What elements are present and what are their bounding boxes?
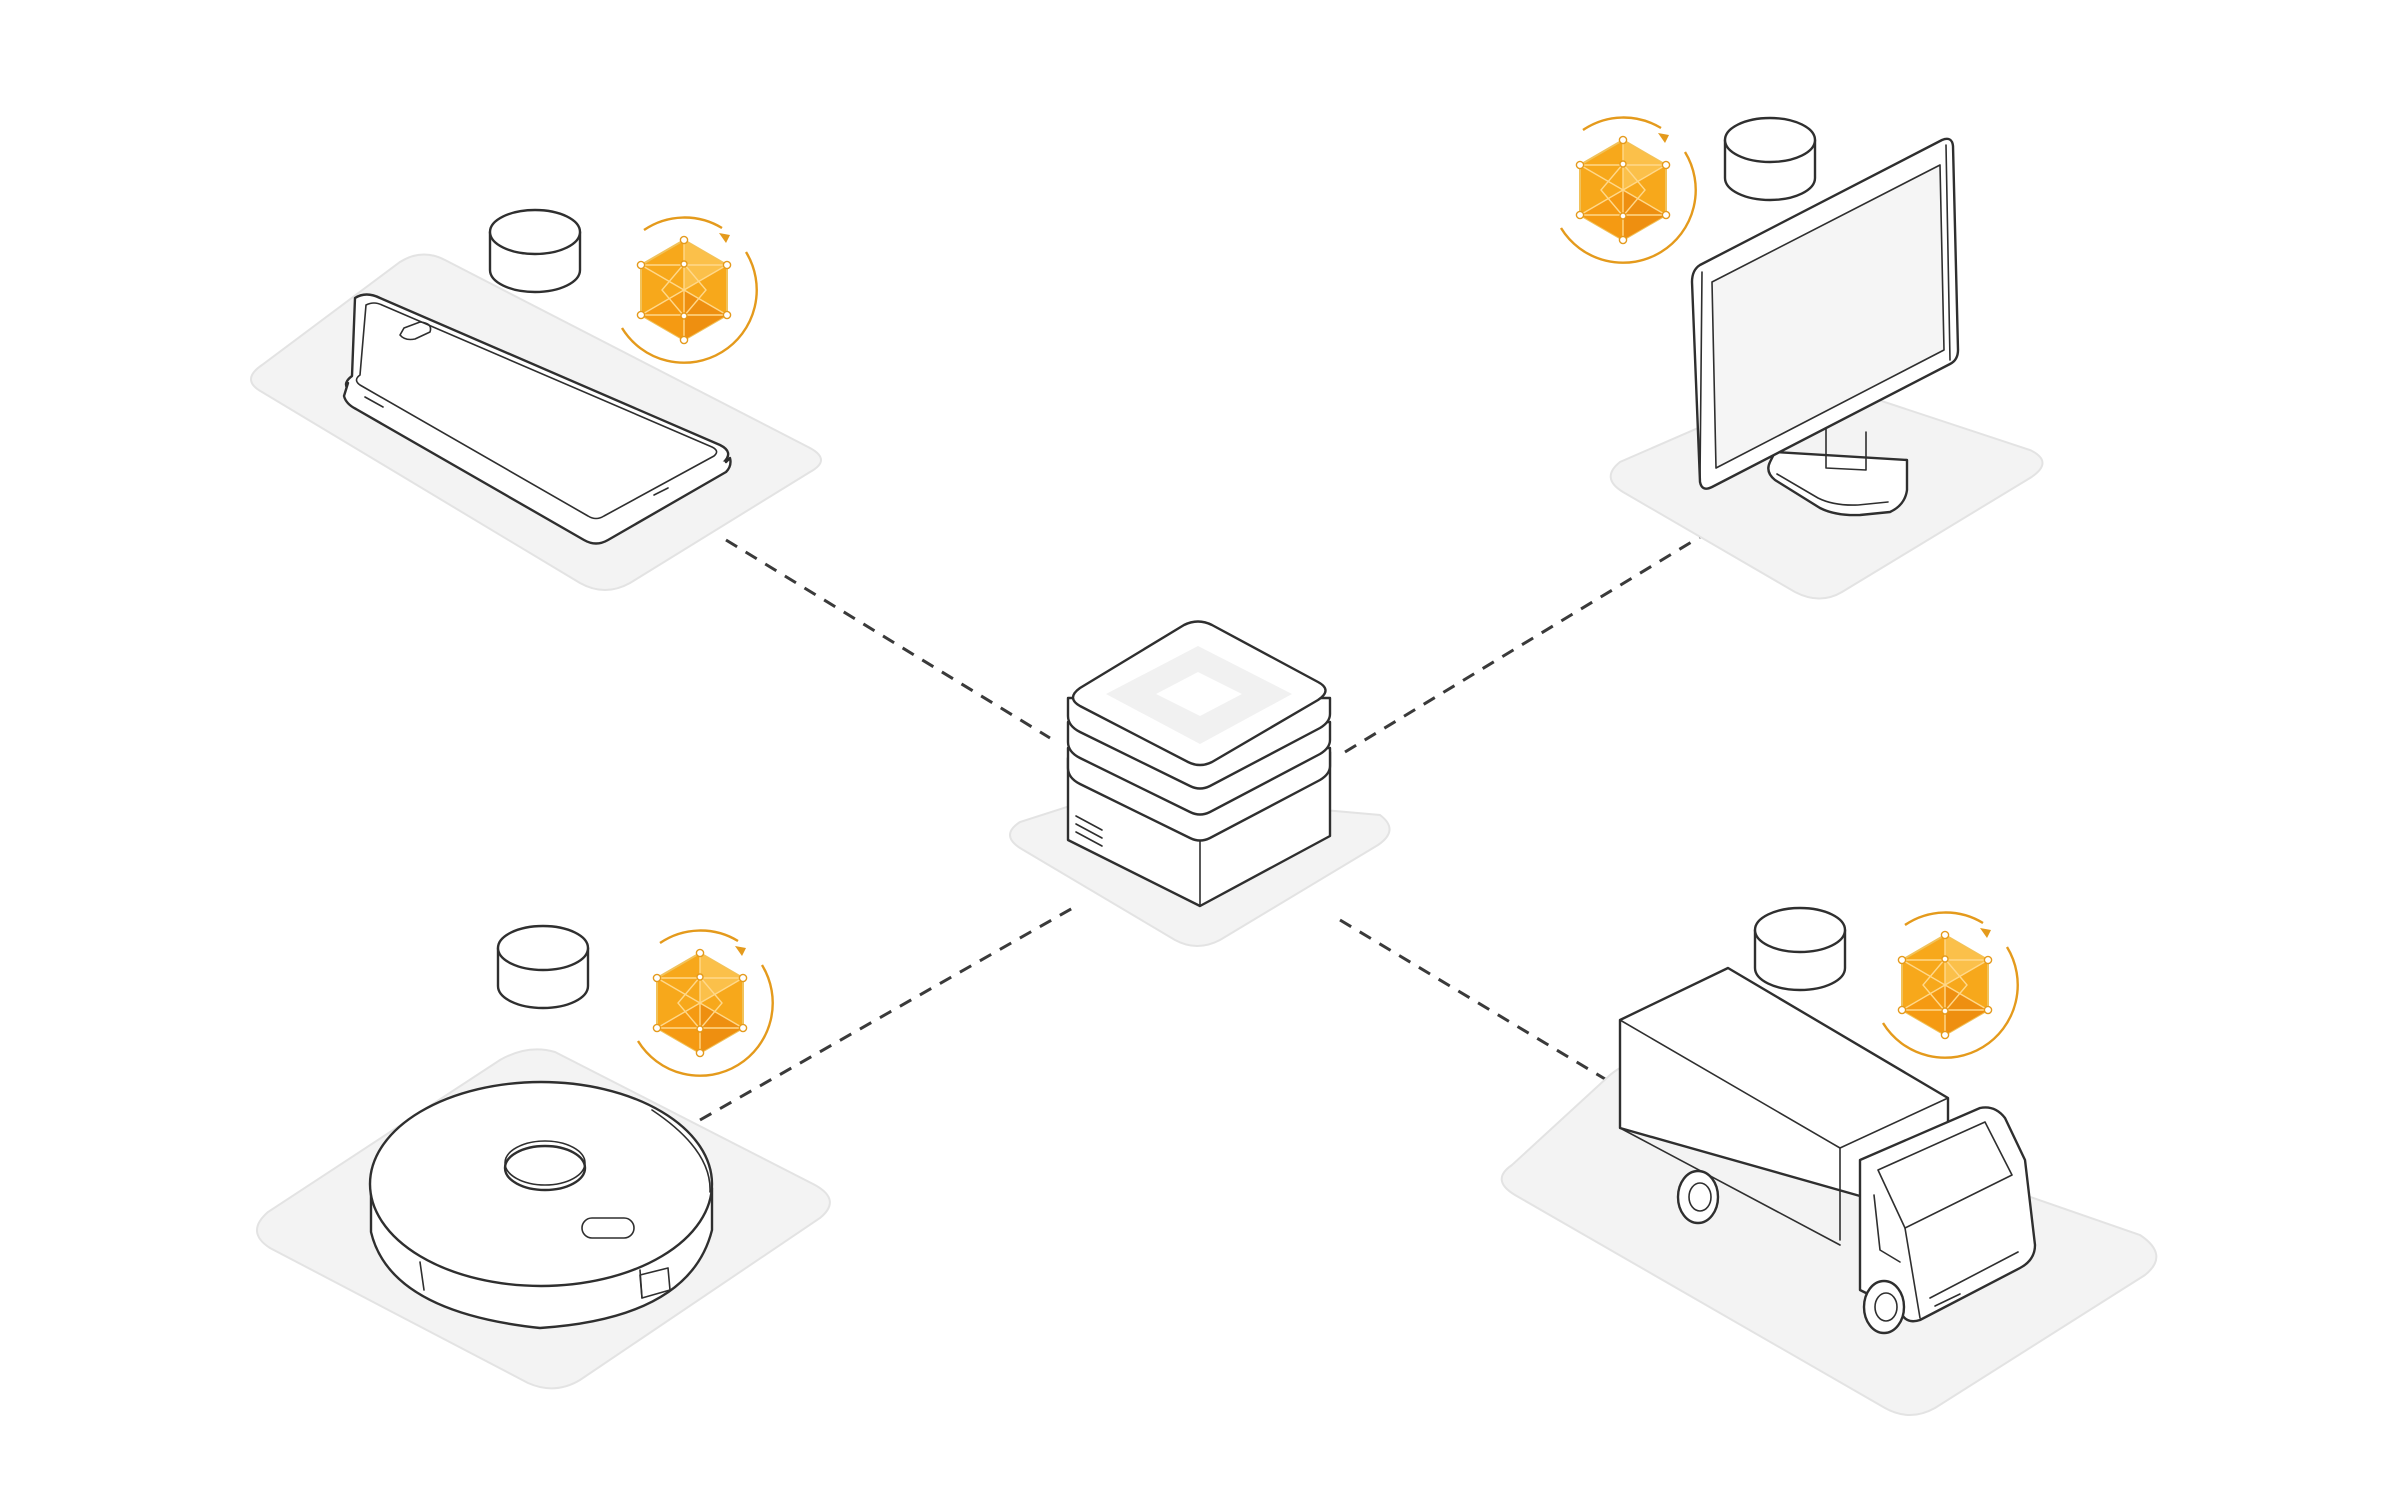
model-sync-icon — [1881, 911, 2019, 1059]
database-icon — [488, 208, 582, 294]
truck-icon — [1618, 966, 2037, 1335]
hub — [1009, 620, 1391, 947]
server-stack-icon — [1066, 620, 1332, 908]
database-icon — [496, 924, 590, 1010]
node-truck — [1500, 906, 2158, 1416]
smartphone-icon — [342, 293, 732, 545]
database-icon — [1753, 906, 1847, 992]
connection-line-phone — [725, 538, 1051, 740]
monitor-icon — [1690, 137, 1960, 517]
model-sync-icon — [1559, 116, 1697, 264]
model-sync-icon — [636, 929, 774, 1077]
connection-lines — [699, 530, 1709, 1122]
connection-line-monitor — [1344, 530, 1709, 754]
node-phone — [250, 208, 822, 591]
connection-line-truck — [1339, 918, 1621, 1090]
model-sync-icon — [620, 216, 758, 364]
node-monitor — [1559, 116, 2044, 600]
database-icon — [1723, 116, 1817, 202]
node-robot-vacuum — [256, 924, 831, 1390]
connection-line-robot — [699, 903, 1079, 1122]
robot-vacuum-icon — [368, 1080, 714, 1330]
